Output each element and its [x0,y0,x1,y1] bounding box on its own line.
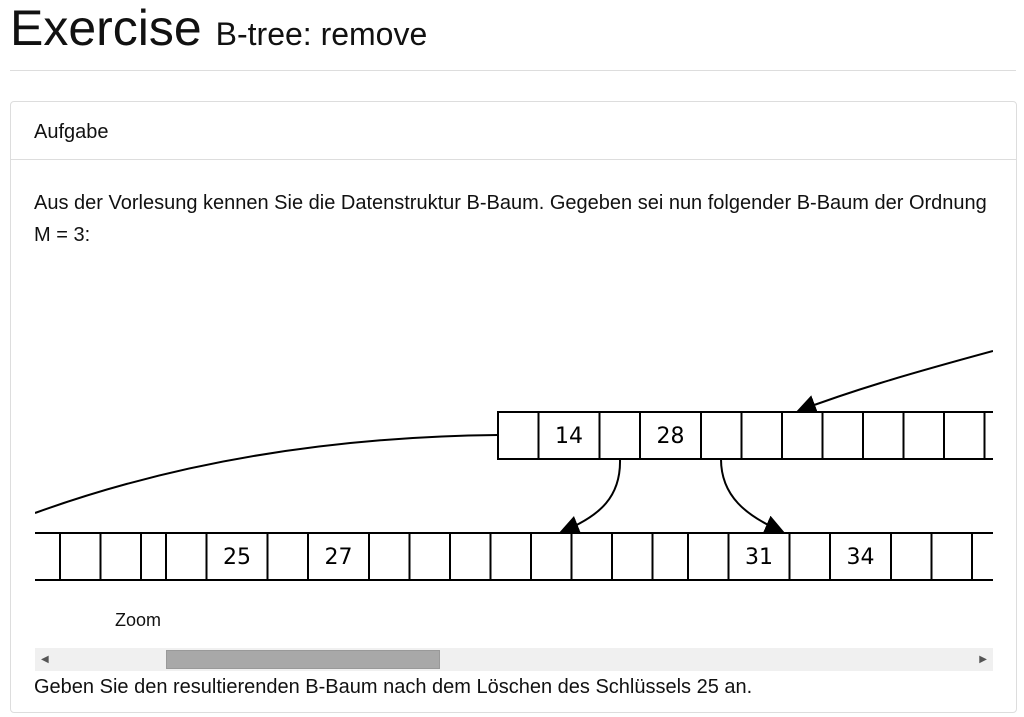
root-node-cell [862,411,905,460]
edge-to-left-child [35,434,499,514]
right-child-node-cell [971,532,993,581]
left-child-node-cell [35,532,61,581]
right-child-node-cell [727,532,791,581]
middle-child-node-cell [530,532,573,581]
root-node-cell [598,411,641,460]
edge-to-middle-child [559,458,622,535]
root-node-cell [700,411,743,460]
root-node-cell [740,411,783,460]
right-child-node-key: 31 [745,545,773,570]
edge-to-right-child [720,458,785,535]
right-child-node-cell [890,532,933,581]
left-child-node-cell [99,532,142,581]
page-title: Exercise B-tree: remove [10,0,427,62]
root-node-key: 28 [657,424,685,449]
right-child-node-cell [687,532,730,581]
root-node-cell [902,411,945,460]
task-intro: Aus der Vorlesung kennen Sie die Datenst… [34,192,987,246]
right-child-node-cell [788,532,831,581]
task-panel: Aufgabe Aus der Vorlesung kennen Sie die… [10,101,1017,713]
root-node-key: 14 [555,424,583,449]
middle-child-node-cell [368,532,411,581]
left-child-node-cell [59,532,102,581]
scrollbar-thumb[interactable] [166,650,440,669]
right-child-node-cell [829,532,892,581]
middle-child-node-cell [489,532,532,581]
middle-child-node-cell [449,532,492,581]
middle-child-node-cell [266,532,309,581]
title-text: Exercise [10,0,202,56]
root-node-cell [821,411,864,460]
right-child-node-key: 34 [847,545,875,570]
subtitle-text: B-tree: remove [215,16,428,52]
task-question: Geben Sie den resultierenden B-Baum nach… [34,676,753,698]
middle-child-node-key: 25 [223,545,251,570]
edge-from-parent [796,350,993,415]
middle-child-node-key: 27 [325,545,353,570]
divider [10,70,1016,71]
middle-child-node-cell [307,532,370,581]
middle-child-node-cell [651,532,694,581]
middle-child-node-cell [611,532,654,581]
panel-heading: Aufgabe [11,102,1016,160]
root-node-cell [943,411,986,460]
btree-diagram[interactable]: 14 28 25 27 31 34 [35,344,993,690]
triangle-right-icon[interactable]: ▶ [979,654,987,665]
btree-svg: 14 28 25 27 31 34 [35,350,993,581]
triangle-left-icon[interactable]: ◀ [41,654,49,665]
right-child-node-cell [930,532,973,581]
root-node-cell [537,411,601,460]
middle-child-node-cell [165,532,208,581]
root-node-cell [781,411,824,460]
middle-child-node-cell [570,532,613,581]
horizontal-scrollbar[interactable]: ◀ ▶ [35,648,993,671]
zoom-label: Zoom [115,610,162,630]
root-node-cell [497,411,540,460]
root-node-cell [639,411,702,460]
root-node-cell [983,411,993,460]
middle-child-node-cell [408,532,451,581]
